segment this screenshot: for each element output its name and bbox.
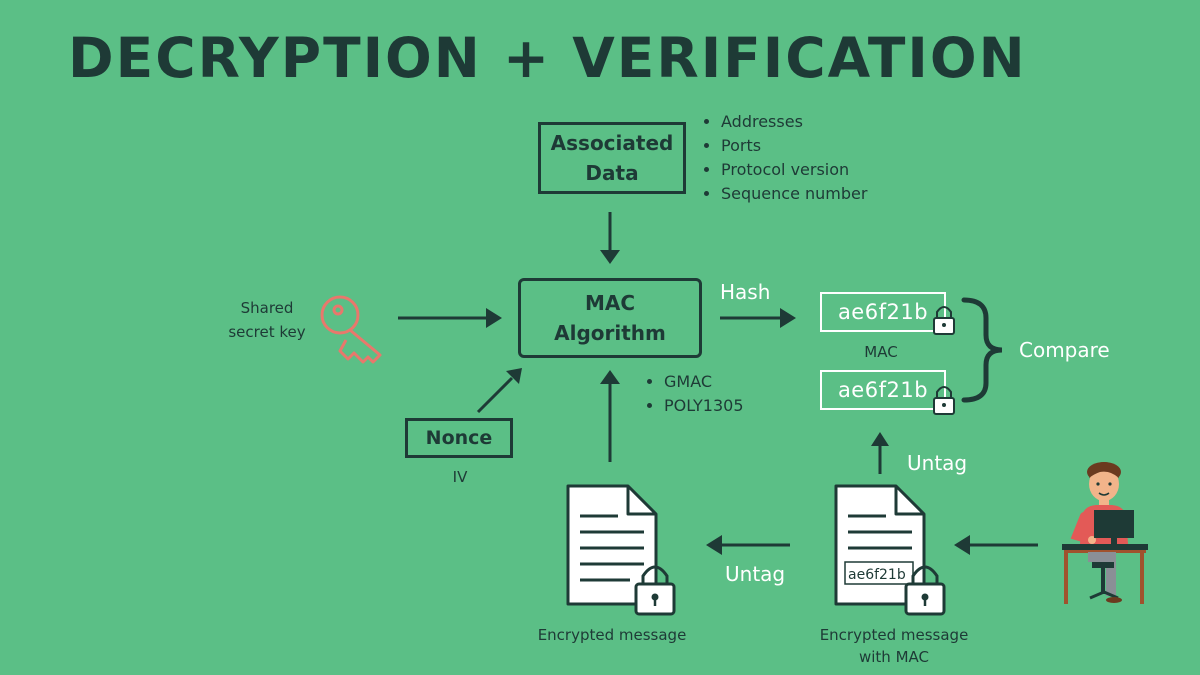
user-at-computer-icon xyxy=(1062,462,1148,604)
mac-algorithm-item: POLY1305 xyxy=(664,394,744,418)
lock-icon xyxy=(933,306,955,335)
associated-data-label-line1: Associated xyxy=(550,131,674,155)
associated-data-item: Sequence number xyxy=(721,182,867,206)
hash-label: Hash xyxy=(720,280,771,304)
lock-icon xyxy=(904,565,946,616)
arrow-untag-left xyxy=(706,535,790,555)
encrypted-message-mac-label: Encrypted message with MAC xyxy=(808,624,980,668)
embedded-mac-tag: ae6f21b xyxy=(848,567,906,583)
mac-algorithm-item: GMAC xyxy=(664,370,744,394)
associated-data-list: Addresses Ports Protocol version Sequenc… xyxy=(703,110,867,206)
mac-value-top: ae6f21b xyxy=(820,292,946,332)
arrow-associated-to-mac xyxy=(600,212,620,264)
mac-value-bottom: ae6f21b xyxy=(820,370,946,410)
lock-icon xyxy=(933,386,955,415)
arrow-nonce-to-mac xyxy=(476,368,522,414)
arrow-user-to-message xyxy=(954,535,1038,555)
mac-algorithm-label-line2: Algorithm xyxy=(554,321,666,345)
key-icon xyxy=(320,295,382,364)
untag-label-right: Untag xyxy=(907,451,968,475)
untag-label-bottom: Untag xyxy=(725,562,786,586)
encrypted-message-mac-label-line1: Encrypted message xyxy=(819,626,969,644)
mac-algorithm-box: MAC Algorithm xyxy=(518,278,702,358)
shared-key-label-line1: Shared xyxy=(240,299,294,317)
encrypted-message-mac-label-line2: with MAC xyxy=(858,648,929,666)
nonce-box: Nonce xyxy=(405,418,513,458)
encrypted-message-label: Encrypted message xyxy=(537,626,687,644)
mac-algorithm-label-line1: MAC xyxy=(584,291,636,315)
shared-key-label: Shared secret key xyxy=(224,296,310,344)
arrow-message-to-mac xyxy=(600,370,620,462)
compare-brace-icon xyxy=(961,297,1003,403)
page-title: DECRYPTION + VERIFICATION xyxy=(68,26,1027,90)
associated-data-item: Addresses xyxy=(721,110,867,134)
arrow-mac-to-hash xyxy=(720,308,796,328)
arrow-untag-up xyxy=(871,432,889,474)
associated-data-box: Associated Data xyxy=(538,122,686,194)
encrypted-message-mac-document-icon: ae6f21b xyxy=(834,484,926,606)
lock-icon xyxy=(634,565,676,616)
arrow-key-to-mac xyxy=(398,308,502,328)
associated-data-item: Ports xyxy=(721,134,867,158)
associated-data-label-line2: Data xyxy=(585,161,639,185)
shared-key-label-line2: secret key xyxy=(228,323,306,341)
mac-algorithm-list: GMAC POLY1305 xyxy=(646,370,744,418)
nonce-label: Nonce xyxy=(425,427,493,449)
associated-data-item: Protocol version xyxy=(721,158,867,182)
mac-label: MAC xyxy=(864,343,898,361)
iv-label: IV xyxy=(452,468,468,486)
compare-label: Compare xyxy=(1019,338,1110,362)
encrypted-message-document-icon xyxy=(566,484,658,606)
